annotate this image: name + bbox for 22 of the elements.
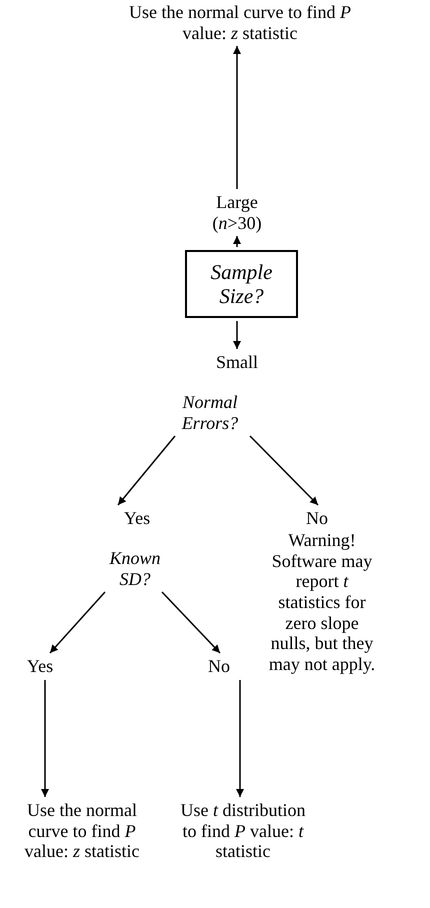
- question-text: Normal Errors?: [160, 392, 260, 434]
- result-text: Use the normal curve to find P value: z statistic: [125, 2, 355, 44]
- branch-label: Small: [202, 352, 272, 373]
- arrow: [41, 680, 49, 797]
- arrow: [249, 435, 319, 506]
- branch-label: Yes: [112, 508, 162, 529]
- arrow: [161, 591, 221, 654]
- branch-label: Yes: [15, 656, 65, 677]
- branch-label: No: [292, 508, 342, 529]
- result-text: Use t distribution to find P value: t statistic: [176, 800, 310, 862]
- arrow: [236, 680, 244, 797]
- arrow: [233, 321, 241, 349]
- decision-box: Sample Size?: [185, 250, 298, 318]
- question-text: Known SD?: [95, 548, 175, 590]
- arrow: [117, 436, 176, 506]
- arrow: [233, 46, 241, 189]
- warning-note: Warning! Software may report t statistics for zero slope nulls, but they may not apply.: [268, 530, 376, 675]
- arrow: [49, 592, 106, 654]
- arrow: [233, 236, 241, 247]
- result-text: Use the normal curve to find P value: z statistic: [6, 800, 158, 862]
- branch-label: No: [195, 656, 243, 677]
- branch-label: Large (n>30): [197, 192, 277, 234]
